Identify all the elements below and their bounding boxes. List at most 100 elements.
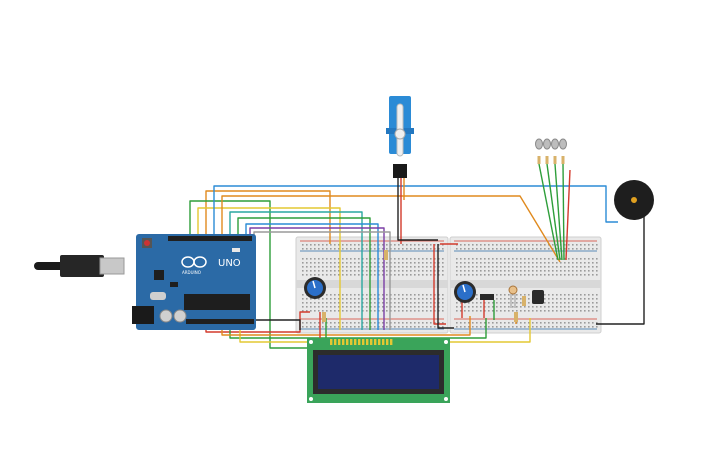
transistor[interactable] — [480, 294, 494, 300]
breadboard-hole — [338, 262, 340, 264]
breadboard-hole — [334, 306, 336, 308]
breadboard-hole — [480, 258, 482, 260]
lcd-display[interactable] — [307, 338, 450, 403]
led[interactable] — [543, 138, 551, 150]
temperature-sensor[interactable] — [532, 290, 544, 304]
breadboard-hole — [378, 262, 380, 264]
breadboard-hole — [532, 244, 534, 246]
breadboard-hole — [358, 274, 360, 276]
breadboard-hole — [394, 274, 396, 276]
breadboard-hole — [390, 262, 392, 264]
breadboard-hole — [588, 306, 590, 308]
breadboard-hole — [370, 262, 372, 264]
breadboard-hole — [580, 274, 582, 276]
breadboard-hole — [426, 266, 428, 268]
breadboard-hole — [560, 302, 562, 304]
breadboard-hole — [564, 326, 566, 328]
lcd-pin — [378, 339, 381, 345]
breadboard-hole — [442, 298, 444, 300]
breadboard-hole — [370, 310, 372, 312]
breadboard-hole — [592, 294, 594, 296]
wire-led-1 — [538, 163, 559, 261]
led-array[interactable] — [535, 138, 567, 164]
breadboard-hole — [398, 294, 400, 296]
breadboard-hole — [310, 262, 312, 264]
wire-purple — [249, 227, 385, 330]
breadboard-hole — [512, 258, 514, 260]
breadboard-hole — [528, 302, 530, 304]
breadboard-hole — [464, 266, 466, 268]
breadboard-hole — [438, 270, 440, 272]
arduino-uno-board[interactable]: UNO ARDUINO — [34, 234, 256, 330]
breadboard-hole — [544, 302, 546, 304]
led[interactable] — [535, 138, 543, 150]
breadboard-hole — [366, 258, 368, 260]
breadboard-hole — [484, 326, 486, 328]
breadboard-hole — [472, 270, 474, 272]
breadboard-hole — [464, 258, 466, 260]
breadboard-hole — [306, 322, 308, 324]
breadboard-hole — [354, 294, 356, 296]
potentiometer-left[interactable] — [304, 277, 326, 299]
breadboard-hole — [572, 266, 574, 268]
breadboard-hole — [334, 294, 336, 296]
breadboard-hole — [500, 270, 502, 272]
breadboard-hole — [358, 306, 360, 308]
breadboard-hole — [592, 244, 594, 246]
breadboard-hole — [366, 248, 368, 250]
buzzer[interactable] — [614, 180, 654, 220]
breadboard-hole — [438, 262, 440, 264]
breadboard-hole — [422, 248, 424, 250]
breadboard-hole — [350, 274, 352, 276]
breadboard-hole — [302, 274, 304, 276]
breadboard-hole — [342, 248, 344, 250]
breadboard-hole — [516, 262, 518, 264]
reset-button[interactable] — [144, 240, 150, 246]
breadboard-hole — [496, 294, 498, 296]
breadboard-hole — [362, 310, 364, 312]
breadboard-hole — [434, 258, 436, 260]
breadboard-hole — [556, 298, 558, 300]
breadboard-hole — [390, 310, 392, 312]
breadboard-hole — [500, 302, 502, 304]
breadboard-hole — [468, 274, 470, 276]
breadboard-hole — [346, 274, 348, 276]
breadboard-hole — [460, 310, 462, 312]
breadboard-hole — [422, 258, 424, 260]
breadboard-hole — [484, 262, 486, 264]
breadboard-hole — [362, 262, 364, 264]
servo-motor[interactable] — [386, 96, 414, 178]
breadboard-hole — [342, 310, 344, 312]
breadboard-hole — [520, 302, 522, 304]
breadboard-hole — [584, 248, 586, 250]
breadboard-hole — [588, 298, 590, 300]
breadboard-hole — [492, 326, 494, 328]
breadboard-hole — [580, 310, 582, 312]
potentiometer-right[interactable] — [454, 281, 476, 303]
breadboard-hole — [476, 298, 478, 300]
breadboard-hole — [366, 310, 368, 312]
led[interactable] — [551, 138, 559, 150]
wire-blue-2 — [245, 223, 379, 330]
breadboard-hole — [488, 302, 490, 304]
breadboard-hole — [512, 326, 514, 328]
breadboard-hole — [318, 322, 320, 324]
photoresistor[interactable] — [508, 285, 518, 308]
breadboard-hole — [362, 294, 364, 296]
breadboard-hole — [488, 310, 490, 312]
resistors[interactable] — [322, 250, 526, 322]
breadboard-hole — [438, 310, 440, 312]
breadboard-hole — [334, 270, 336, 272]
breadboard-hole — [520, 310, 522, 312]
wires[interactable] — [189, 163, 645, 349]
breadboard-hole — [354, 310, 356, 312]
breadboard-hole — [338, 326, 340, 328]
breadboard-hole — [480, 248, 482, 250]
led[interactable] — [559, 138, 567, 150]
breadboard-hole — [418, 306, 420, 308]
breadboard-hole — [402, 306, 404, 308]
breadboard-left[interactable] — [295, 236, 449, 334]
breadboard-hole — [334, 258, 336, 260]
breadboard-hole — [434, 274, 436, 276]
breadboard-hole — [560, 306, 562, 308]
